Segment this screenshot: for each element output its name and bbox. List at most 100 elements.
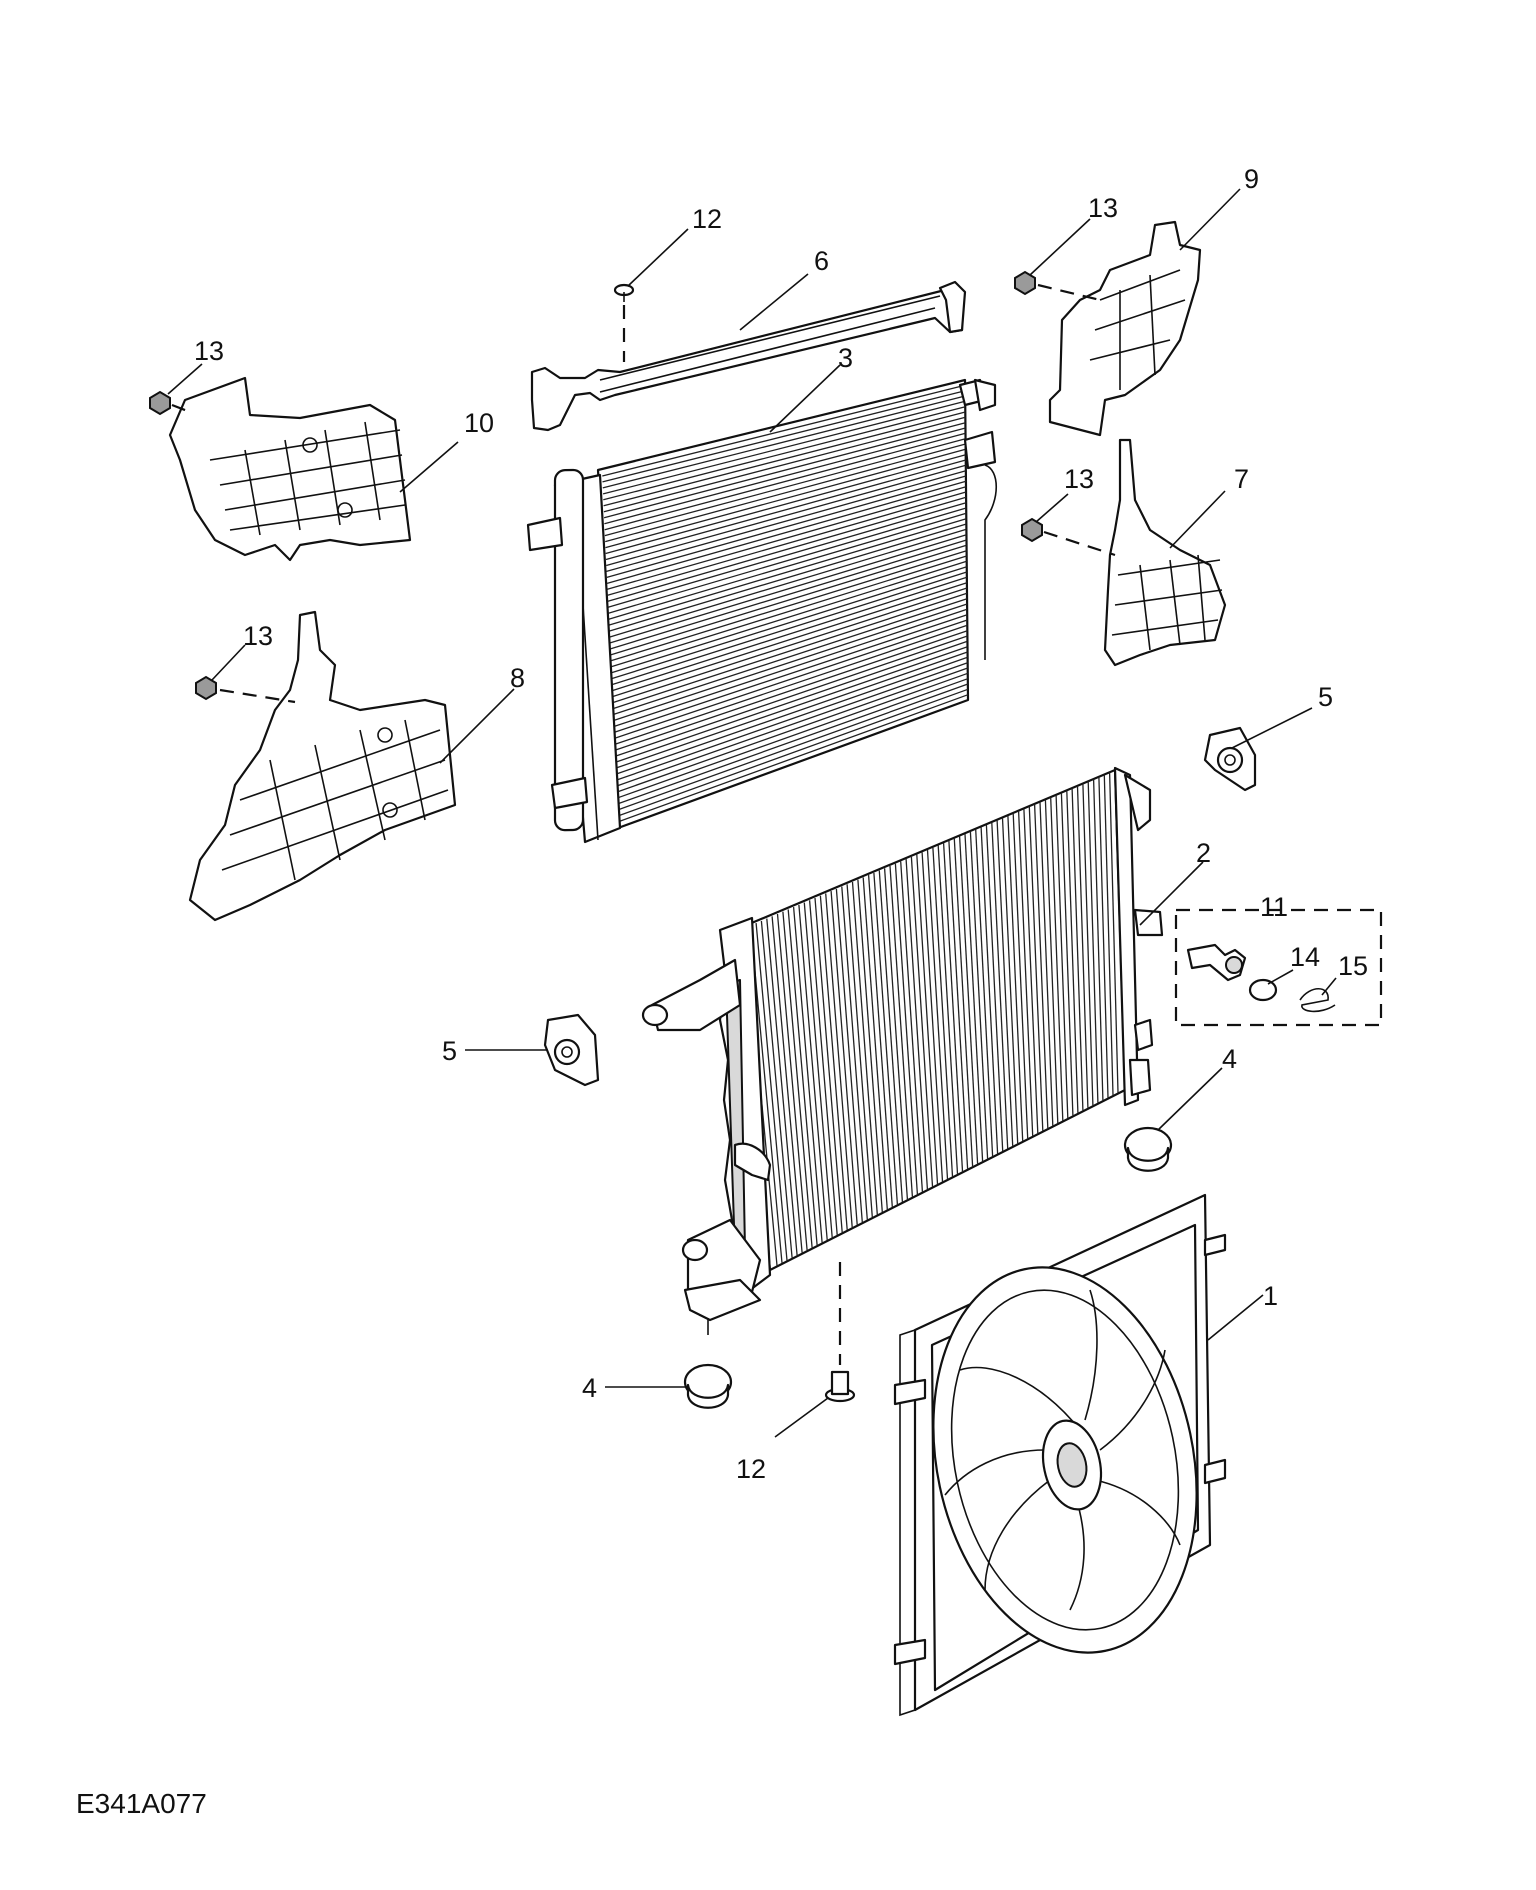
core-fin-line bbox=[851, 881, 878, 1215]
core-fin-line bbox=[910, 856, 934, 1187]
core-fin-line bbox=[932, 847, 954, 1177]
condenser-fin-line bbox=[611, 571, 967, 686]
core-fin-line bbox=[969, 831, 989, 1159]
core-fin-line bbox=[942, 843, 964, 1172]
core-fin-line bbox=[1108, 772, 1119, 1093]
core-fin-line bbox=[878, 870, 904, 1202]
part-12-clip-upper bbox=[613, 283, 635, 302]
condenser-fin-line bbox=[610, 544, 967, 656]
core-fin-line bbox=[1044, 799, 1059, 1124]
part-5-bushing-lower bbox=[543, 1013, 600, 1087]
part-2-radiator bbox=[641, 766, 1164, 1335]
core-fin-line bbox=[846, 884, 873, 1218]
condenser-fin-line bbox=[605, 443, 966, 543]
part-12-clip-lower bbox=[824, 1370, 856, 1403]
core-fin-line bbox=[1007, 815, 1024, 1141]
core-fin-line bbox=[926, 849, 949, 1180]
core-fin-line bbox=[975, 829, 994, 1157]
callout-1: 1 bbox=[1263, 1281, 1278, 1311]
callout-4-right: 4 bbox=[1222, 1044, 1237, 1074]
core-fin-line bbox=[1033, 804, 1049, 1129]
core-fin-line bbox=[1001, 817, 1019, 1144]
core-fin-line bbox=[980, 827, 999, 1154]
callout-15: 15 bbox=[1338, 951, 1368, 981]
part-11-sensor bbox=[1186, 943, 1247, 982]
part-9-air-deflector bbox=[1048, 220, 1202, 437]
core-fin-line bbox=[1017, 811, 1034, 1136]
kit-11-outline bbox=[1174, 908, 1383, 1027]
condenser-fin-line bbox=[610, 560, 967, 674]
condenser-fin-line bbox=[616, 667, 968, 793]
core-fin-line bbox=[1012, 813, 1029, 1139]
callout-4-left: 4 bbox=[582, 1373, 597, 1403]
core-fin-line bbox=[771, 916, 803, 1253]
core-fin-line bbox=[905, 859, 929, 1190]
core-fin-line bbox=[808, 900, 838, 1235]
core-fin-line bbox=[1076, 785, 1089, 1108]
condenser-fin-line bbox=[609, 534, 967, 644]
core-fin-line bbox=[1023, 808, 1039, 1134]
condenser-fin-line bbox=[614, 640, 968, 764]
condenser-fin-line bbox=[611, 576, 968, 692]
core-fin-line bbox=[787, 909, 818, 1246]
core-fin-line bbox=[991, 822, 1009, 1149]
condenser-fin-line bbox=[607, 496, 967, 602]
condenser-fin-line bbox=[604, 432, 966, 531]
condenser-fin-line bbox=[602, 400, 966, 495]
condenser-fin-line bbox=[607, 486, 967, 590]
condenser-fin-line bbox=[609, 523, 967, 632]
condenser-fin-line bbox=[614, 624, 968, 746]
core-fin-line bbox=[985, 824, 1004, 1152]
callout-12-upper: 12 bbox=[692, 204, 722, 234]
condenser-fin-line bbox=[603, 416, 966, 513]
core-fin-line bbox=[1039, 801, 1054, 1126]
condenser-fin-line bbox=[608, 507, 967, 614]
condenser-fin-line bbox=[615, 656, 968, 781]
core-fin-line bbox=[841, 886, 868, 1220]
core-fin-line bbox=[883, 868, 909, 1200]
part-13-bolt-b bbox=[195, 675, 217, 701]
condenser-fin-line bbox=[604, 427, 966, 525]
condenser-fin-line bbox=[610, 555, 967, 668]
condenser-fin-line bbox=[615, 651, 968, 775]
condenser-fin-line bbox=[614, 630, 968, 752]
part-4-grommet-right bbox=[1123, 1126, 1173, 1172]
core-fin-line bbox=[948, 840, 969, 1169]
condenser-fin-line bbox=[610, 550, 967, 662]
callout-13-d: 13 bbox=[1064, 464, 1094, 494]
core-fin-line bbox=[1103, 774, 1114, 1096]
core-fin-line bbox=[792, 907, 823, 1243]
condenser-fin-line bbox=[604, 438, 966, 537]
core-fin-line bbox=[867, 875, 893, 1208]
condenser-fin-line bbox=[614, 635, 968, 758]
condenser-fin-line bbox=[612, 592, 968, 710]
core-fin-line bbox=[1066, 790, 1079, 1113]
callout-7: 7 bbox=[1234, 464, 1249, 494]
condenser-fin-line bbox=[602, 395, 966, 489]
core-fin-line bbox=[857, 879, 883, 1213]
figure-id: E341A077 bbox=[76, 1788, 207, 1819]
core-fin-line bbox=[873, 872, 899, 1205]
condenser-fin-line bbox=[617, 694, 969, 823]
condenser-fin-line bbox=[607, 502, 967, 608]
condenser-fin-line bbox=[613, 608, 968, 728]
condenser-fin-line bbox=[606, 464, 966, 567]
core-fin-line bbox=[921, 852, 944, 1182]
core-fin-line bbox=[825, 893, 853, 1228]
core-fin-line bbox=[782, 911, 813, 1248]
core-fin-line bbox=[1050, 797, 1064, 1121]
callout-9: 9 bbox=[1244, 164, 1259, 194]
core-fin-line bbox=[1060, 792, 1074, 1116]
core-fin-line bbox=[900, 861, 924, 1192]
core-fin-line bbox=[1055, 795, 1069, 1119]
core-fin-line bbox=[1092, 779, 1104, 1101]
condenser-fin-line bbox=[605, 459, 966, 561]
condenser-fin-line bbox=[616, 678, 969, 805]
part-1-fan-shroud bbox=[893, 1193, 1227, 1717]
assembly-lines bbox=[171, 283, 1116, 1365]
condenser-fin-line bbox=[606, 470, 967, 573]
callout-10: 10 bbox=[464, 408, 494, 438]
condenser-fin-line bbox=[612, 603, 968, 722]
core-fin-line bbox=[862, 877, 888, 1210]
